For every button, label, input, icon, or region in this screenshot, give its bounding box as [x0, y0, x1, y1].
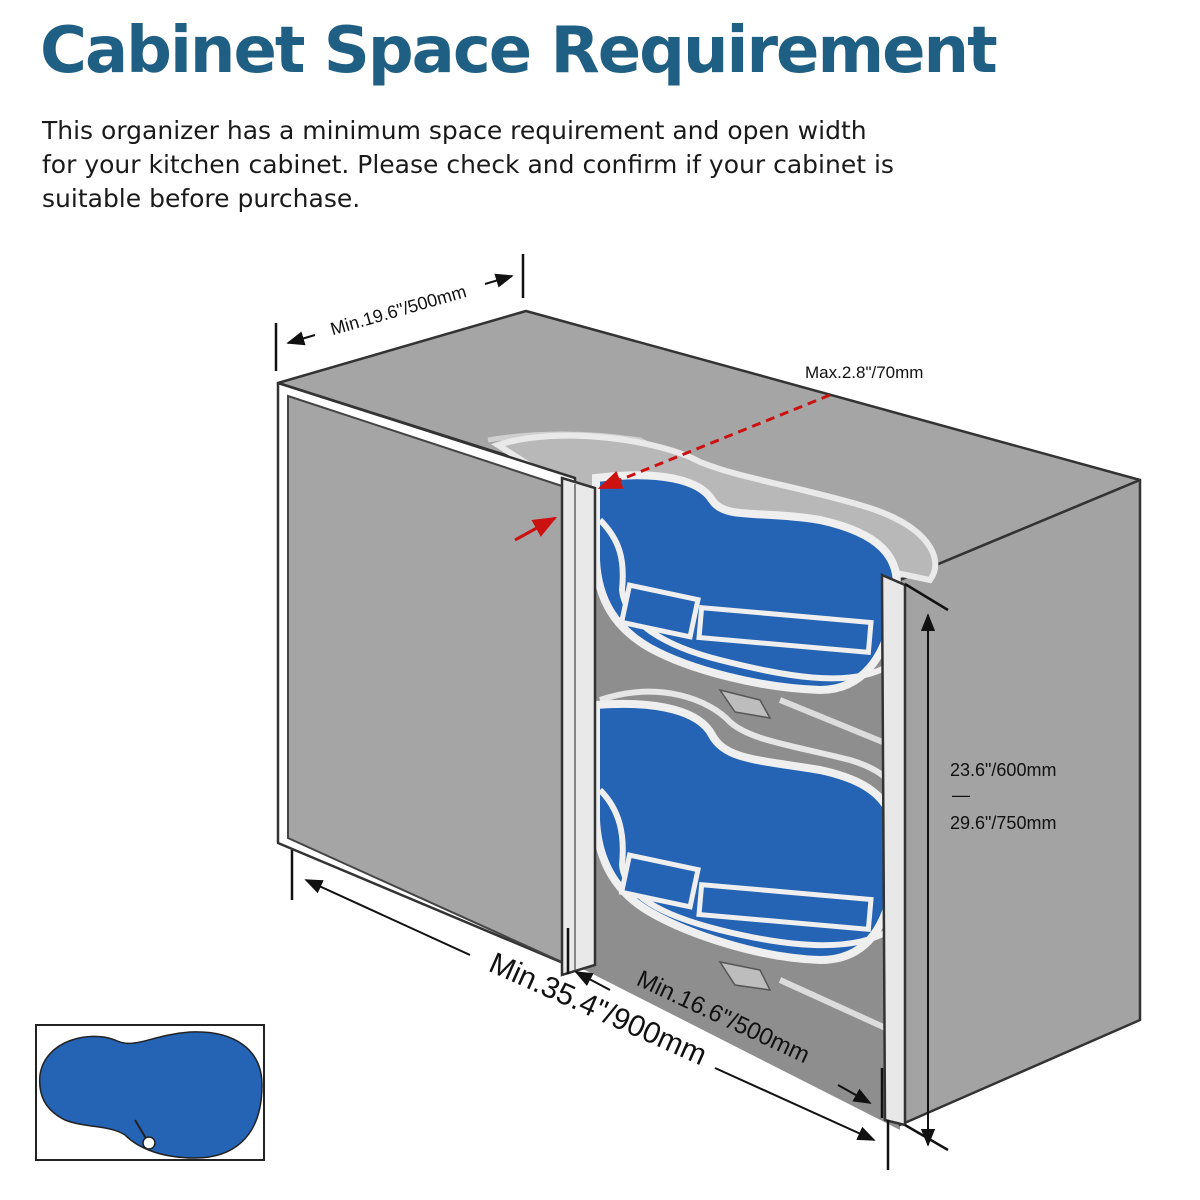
- height-min-label: 23.6"/600mm: [950, 760, 1056, 780]
- upper-basket: [491, 432, 939, 748]
- page-title: Cabinet Space Requirement: [40, 14, 998, 88]
- depth-label: Min.19.6"/500mm: [328, 281, 469, 339]
- door-gap-dimension: Max.2.8"/70mm: [514, 363, 923, 542]
- shelf-top-view-icon: [38, 1031, 263, 1159]
- height-separator: —: [952, 785, 970, 805]
- lower-basket: [592, 688, 903, 1033]
- cabinet-door: [276, 381, 577, 970]
- height-max-label: 29.6"/750mm: [950, 813, 1056, 833]
- side-front-edge: [880, 573, 907, 1127]
- top-view-inset: [35, 1024, 265, 1161]
- door-gap-label: Max.2.8"/70mm: [805, 363, 923, 382]
- door-edge-post: [560, 476, 597, 977]
- description-text: This organizer has a minimum space requi…: [42, 116, 894, 213]
- cabinet-side-face: [898, 478, 1142, 1127]
- height-dimension: 23.6"/600mm — 29.6"/750mm: [904, 582, 1056, 1152]
